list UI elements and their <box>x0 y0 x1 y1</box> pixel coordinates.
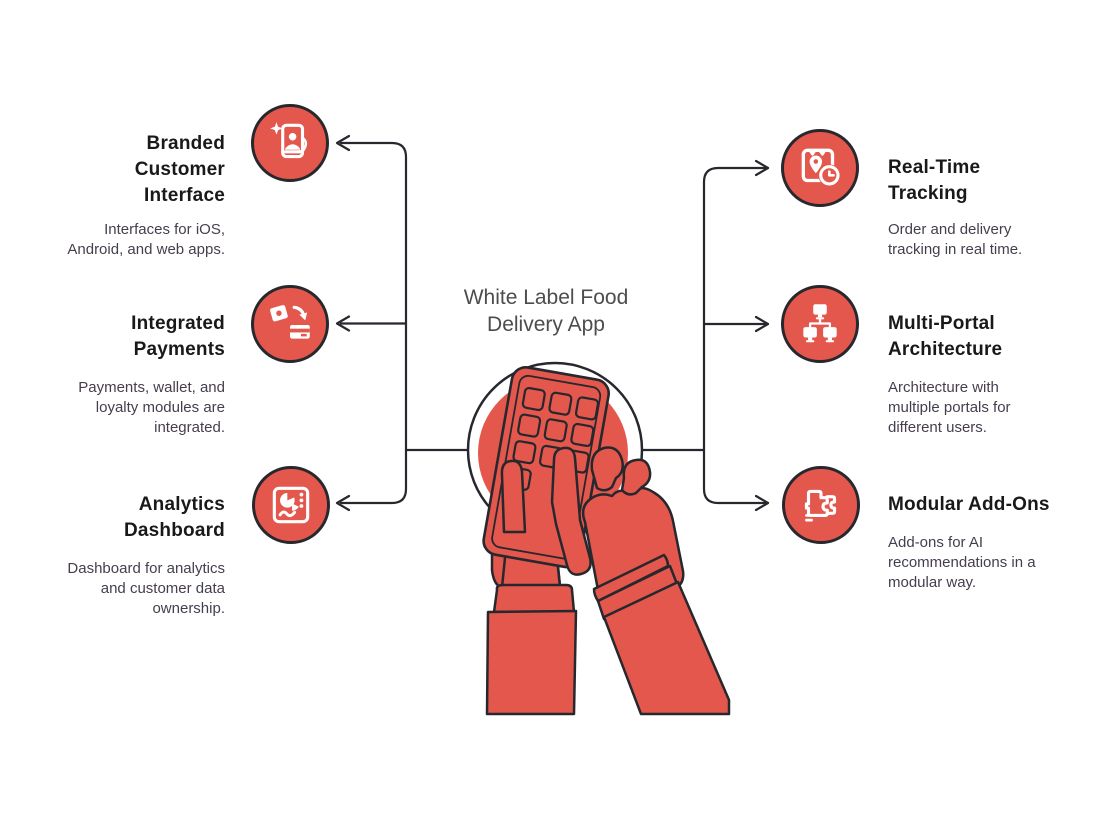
arrowhead-left-3 <box>335 494 351 512</box>
feature-title-branded-customer-interface: Branded Customer Interface <box>134 133 225 206</box>
arrowhead-right-2 <box>754 315 770 333</box>
feature-desc-modular-add-ons: Add-ons for AI recommendations in a modu… <box>888 534 1036 591</box>
connector-left-down <box>339 448 408 505</box>
curled-finger-1 <box>590 446 624 492</box>
modular-add-ons-icon <box>782 466 860 544</box>
feature-title-real-time-tracking: Real-Time Tracking <box>888 157 981 204</box>
integrated-payments-icon <box>251 285 329 363</box>
arrowhead-right-3 <box>754 494 770 512</box>
feature-desc-integrated-payments: Payments, wallet, and loyalty modules ar… <box>78 379 225 436</box>
connector-right-down <box>702 448 770 505</box>
right-arm <box>592 553 731 716</box>
curled-finger-2 <box>620 458 652 496</box>
hands-tapping-smartphone-illustration <box>466 361 731 716</box>
feature-title-analytics-dashboard: Analytics Dashboard <box>123 494 225 541</box>
diagram-title: White Label Food Delivery App <box>463 286 629 336</box>
feature-desc-analytics-dashboard: Dashboard for analytics and customer dat… <box>67 560 225 617</box>
connector-left-up <box>339 141 408 452</box>
index-finger <box>550 446 592 576</box>
arrowhead-right-1 <box>754 159 770 177</box>
feature-desc-multi-portal-architecture: Architecture with multiple portals for d… <box>888 379 1011 436</box>
left-thumb <box>500 459 527 534</box>
arrowhead-left-2 <box>335 315 351 332</box>
multi-portal-architecture-icon <box>781 285 859 363</box>
feature-title-multi-portal-architecture: Multi-Portal Architecture <box>888 313 1003 360</box>
analytics-dashboard-icon <box>252 466 330 544</box>
feature-title-integrated-payments: Integrated Payments <box>131 313 225 360</box>
feature-desc-branded-customer-interface: Interfaces for iOS, Android, and web app… <box>67 221 225 258</box>
feature-desc-real-time-tracking: Order and delivery tracking in real time… <box>888 221 1023 258</box>
arrowhead-left-1 <box>335 134 351 152</box>
feature-title-modular-add-ons: Modular Add-Ons <box>888 494 1050 515</box>
branded-customer-interface-icon <box>251 104 329 182</box>
connector-right-up <box>702 166 770 452</box>
real-time-tracking-icon <box>781 129 859 207</box>
